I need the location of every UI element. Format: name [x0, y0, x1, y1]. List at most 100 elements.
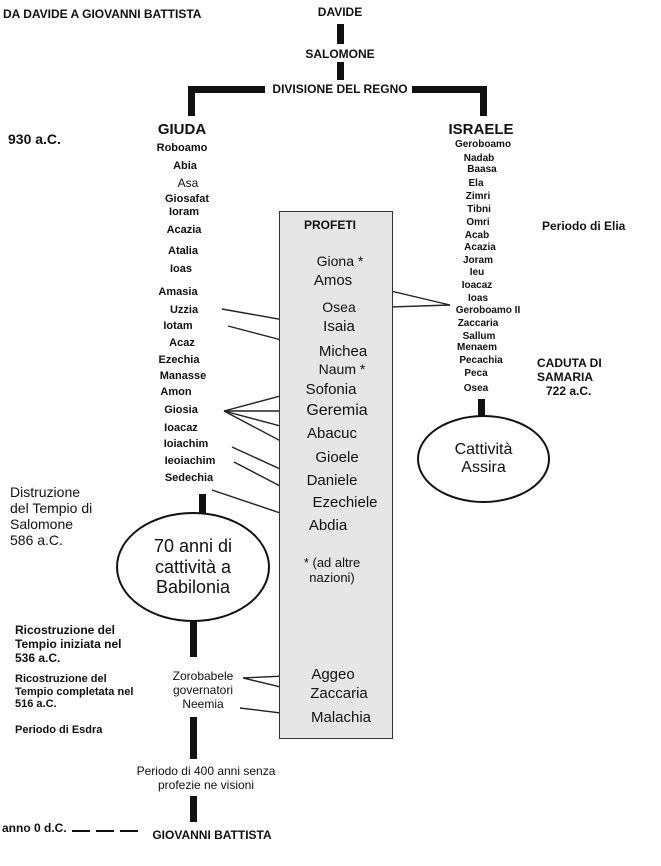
- label-divisione-regno: DIVISIONE DEL REGNO: [272, 82, 408, 96]
- giuda-king: Iotam: [163, 320, 193, 332]
- bar-division-right-vertical: [480, 86, 487, 116]
- giuda-king: Ieoiachim: [164, 455, 216, 467]
- giuda-king: Abia: [173, 160, 197, 172]
- giuda-king: Acazia: [166, 224, 202, 236]
- note-line: SAMARIA: [537, 369, 593, 384]
- giuda-king: Ezechia: [158, 354, 200, 366]
- prophet-later: Malachia: [310, 709, 372, 726]
- israele-king: Geroboamo II: [455, 305, 521, 316]
- note-line: CADUTA DI: [537, 356, 602, 370]
- israele-king: Peca: [464, 368, 488, 379]
- giuda-king: Giosafat: [164, 193, 210, 205]
- prophet-name: Osea: [322, 299, 356, 315]
- prophet-name: Ezechiele: [312, 494, 378, 511]
- dash-segment: [72, 830, 90, 832]
- note-elia: Periodo di Elia: [542, 219, 626, 233]
- note-distruzione-line: Salomone: [10, 516, 74, 533]
- note-line: 536 a.C.: [15, 650, 61, 665]
- note-anno-zero: anno 0 d.C.: [2, 821, 67, 835]
- bar-salomone-division: [337, 62, 344, 80]
- israele-king: Geroboamo: [454, 139, 512, 150]
- dash-segment: [96, 830, 114, 832]
- giuda-king: Ioram: [169, 206, 199, 218]
- ellipse-line: Assira: [461, 459, 506, 476]
- giuda-king: Roboamo: [156, 142, 208, 154]
- bar-rebuild-to-silence: [190, 717, 197, 759]
- giuda-king: Amasia: [158, 286, 198, 298]
- israele-king: Tibni: [467, 204, 491, 215]
- israele-king: Ioacaz: [461, 280, 493, 291]
- note-ricostruzione-iniziata: Ricostruzione del Tempio iniziata nel 53…: [15, 623, 122, 665]
- giuda-king: Atalia: [168, 245, 198, 257]
- prophet-name: Geremia: [306, 402, 368, 419]
- bar-division-left-horizontal: [188, 86, 265, 93]
- silenzio-line: profezie ne visioni: [157, 777, 255, 792]
- silenzio-note: Periodo di 400 anni senza profezie ne vi…: [136, 764, 276, 793]
- profeti-note-line: * (ad altre: [303, 555, 361, 570]
- bar-silence-to-giovanni: [190, 796, 197, 822]
- prophet-name: Amos: [313, 272, 353, 289]
- note-line: Tempio iniziata nel: [15, 636, 122, 651]
- giuda-heading: GIUDA: [157, 121, 207, 138]
- cattivita-babilonia-ellipse: 70 anni di cattività a Babilonia: [116, 512, 270, 622]
- profeti-note: * (ad altre nazioni): [303, 555, 361, 586]
- post-exile-line: governatori: [172, 682, 234, 697]
- bar-division-left-vertical: [188, 86, 195, 116]
- prophet-name: Gioele: [315, 449, 359, 466]
- israele-king: Ioas: [467, 293, 489, 304]
- israele-king: Nadab: [463, 153, 495, 164]
- giuda-king: Manasse: [159, 370, 207, 382]
- silenzio-line: Periodo di 400 anni senza: [136, 764, 276, 778]
- note-ricostruzione-completata: Ricostruzione del Tempio completata nel …: [15, 673, 133, 711]
- israele-king: Acazia: [464, 242, 496, 253]
- ellipse-line: Babilonia: [155, 577, 231, 598]
- prophet-later: Zaccaria: [310, 685, 368, 702]
- note-esdra: Periodo di Esdra: [15, 724, 103, 736]
- note-distruzione: Distruzione del Tempio di Salomone 586 a…: [10, 484, 92, 548]
- prophet-name: Michea: [318, 343, 368, 360]
- note-distruzione-line: del Tempio di: [10, 500, 93, 517]
- profeti-box: [279, 211, 393, 739]
- giuda-king: Sedechia: [164, 472, 214, 484]
- israele-king: Ieu: [469, 267, 485, 278]
- note-line: 722 a.C.: [546, 383, 592, 398]
- post-exile-leaders: Zorobabele governatori Neemia: [172, 669, 234, 711]
- prophet-name: Isaia: [323, 318, 355, 335]
- israele-king: Menaem: [456, 342, 498, 353]
- israele-king: Zimri: [465, 191, 491, 202]
- israele-king: Omri: [466, 217, 490, 228]
- israele-heading: ISRAELE: [448, 121, 514, 138]
- note-line: Ricostruzione del: [15, 673, 107, 685]
- giuda-king: Amon: [160, 386, 192, 398]
- diagram-title: DA DAVIDE A GIOVANNI BATTISTA: [3, 7, 202, 21]
- prophet-later: Aggeo: [311, 666, 355, 683]
- israele-king: Pecachia: [459, 355, 503, 366]
- label-salomone: SALOMONE: [305, 47, 375, 61]
- israele-king: Acab: [464, 230, 490, 241]
- post-exile-line: Neemia: [182, 696, 224, 711]
- note-caduta-samaria: CADUTA DI SAMARIA 722 a.C.: [537, 356, 602, 398]
- ellipse-line: cattività a: [154, 556, 232, 577]
- ellipse-line: 70 anni di: [153, 535, 233, 556]
- bar-davide-salomone: [337, 24, 344, 44]
- prophet-name: Daniele: [306, 472, 358, 489]
- note-distruzione-line: 586 a.C.: [10, 532, 63, 549]
- giuda-king: Asa: [177, 176, 199, 190]
- note-line: Tempio completata nel: [15, 685, 134, 698]
- note-line: 516 a.C.: [15, 698, 57, 711]
- prophet-name: Sofonia: [305, 381, 357, 398]
- cattivita-assira-ellipse: Cattività Assira: [417, 415, 550, 503]
- giuda-king: Giosia: [164, 404, 198, 416]
- ellipse-line: Cattività: [454, 440, 513, 458]
- giuda-king: Acaz: [169, 337, 195, 349]
- israele-king: Zaccaria: [457, 318, 499, 329]
- bar-israel-to-assyria: [478, 399, 485, 416]
- label-davide: DAVIDE: [317, 5, 363, 19]
- bar-giuda-to-babilonia: [199, 494, 206, 514]
- prophet-name: Abacuc: [306, 425, 358, 442]
- israele-king: Ela: [468, 178, 484, 189]
- note-line: Ricostruzione del: [15, 623, 116, 637]
- prophet-name: Giona *: [316, 253, 364, 269]
- giuda-king: Uzzia: [169, 304, 199, 316]
- israele-king: Baasa: [467, 164, 497, 175]
